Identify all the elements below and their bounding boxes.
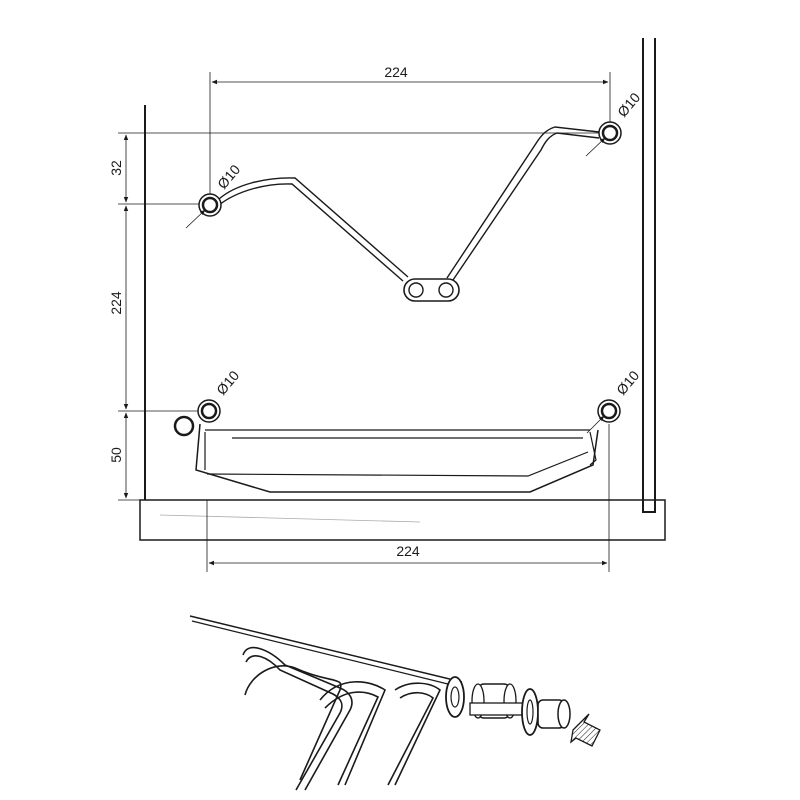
dimension-bottom-label: 224 <box>396 543 420 559</box>
hole-bottom-right: Ø10 <box>586 367 642 434</box>
dimension-50-label: 50 <box>108 447 124 463</box>
hole-top-left: Ø10 <box>185 161 243 229</box>
base-board-texture <box>159 514 421 523</box>
push-arrow-icon <box>570 713 601 747</box>
dimension-top-width: 224 <box>209 64 611 205</box>
hanger-clip <box>403 278 460 302</box>
wire-hanger <box>218 126 600 302</box>
rack-end-cap <box>445 676 465 718</box>
hanger-clip-hole-right <box>438 282 454 298</box>
hole-bottom-left: Ø10 <box>173 367 242 437</box>
bolt-washer <box>521 688 539 736</box>
tray <box>195 423 599 493</box>
cabinet <box>139 38 666 541</box>
hanger-clip-hole-left <box>408 282 424 298</box>
hole-top-right-label: Ø10 <box>614 89 643 120</box>
dimension-bottom-width: 224 <box>206 424 610 572</box>
dimension-left-stack: 32 224 50 <box>108 132 608 501</box>
cabinet-right-panel <box>642 38 656 513</box>
hole-bottom-left-label: Ø10 <box>213 367 242 398</box>
dimension-224-left-label: 224 <box>108 291 124 315</box>
hole-bottom-right-label: Ø10 <box>613 367 642 398</box>
detail-view <box>189 615 601 791</box>
dimension-32-label: 32 <box>108 160 124 176</box>
cabinet-base-board <box>139 499 666 541</box>
dimension-top-label: 224 <box>384 64 408 80</box>
hole-top-right: Ø10 <box>585 89 643 157</box>
bottom-left-ring <box>173 415 195 437</box>
